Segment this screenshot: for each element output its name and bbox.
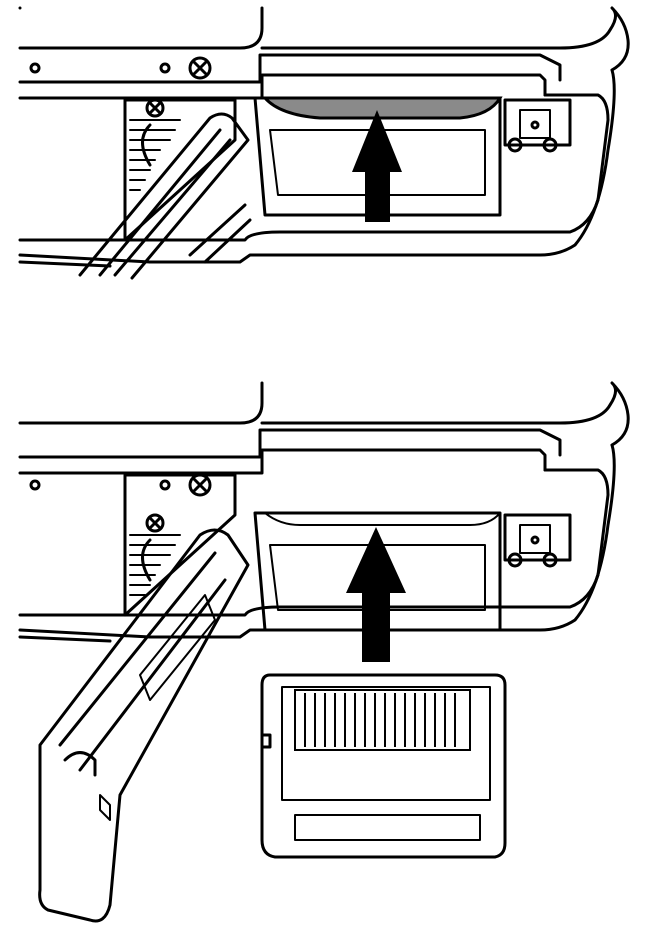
camera-body-edge	[18, 428, 562, 459]
camera-screen-frame	[18, 6, 264, 50]
camera-grip-outline	[260, 381, 630, 447]
insert-arrow-icon	[352, 110, 402, 222]
insert-arrow-icon	[346, 527, 406, 662]
diagram-panel-top	[18, 6, 630, 280]
screw-icon	[145, 98, 165, 118]
slot-latch	[503, 513, 572, 562]
camera-body-edge	[18, 53, 562, 84]
slot-latch	[503, 98, 572, 147]
card-door-open	[78, 112, 250, 280]
battery-door-hinge	[123, 98, 237, 242]
diagram-panel-bottom	[18, 381, 630, 923]
camera-screen-frame	[18, 381, 264, 425]
card-slot	[253, 511, 502, 632]
card-door-open	[38, 528, 250, 923]
memory-card-contacts	[294, 689, 471, 751]
camera-grip-outline	[260, 6, 630, 72]
memory-card-icon	[260, 673, 507, 859]
screw-icon	[188, 56, 212, 80]
memory-card-edge	[261, 96, 503, 120]
screw-icon	[188, 473, 212, 497]
screw-icon	[145, 513, 165, 533]
